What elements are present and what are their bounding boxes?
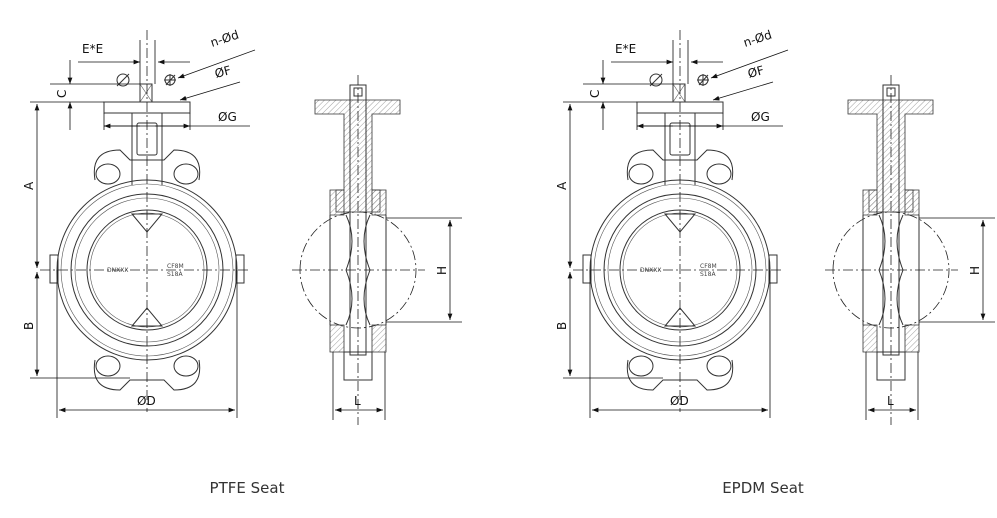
size-marking: DNXXX: [107, 267, 128, 274]
dim-label-nd: n-Ød: [742, 28, 774, 50]
dim-label-h: H: [968, 266, 982, 275]
material-marking: CF8M: [700, 263, 717, 270]
bolt-hole-symbol: [116, 73, 176, 87]
dim-label-g: ØG: [218, 110, 237, 124]
material-marking: S18A: [167, 271, 183, 278]
ptfe-seat-valve: DNXXX CF8M S18A: [22, 28, 462, 497]
epdm-seat-valve: DNXXX CF8M S18A: [555, 28, 995, 497]
dim-label-l: L: [354, 394, 361, 408]
dim-label-a: A: [555, 181, 569, 190]
dim-label-l: L: [887, 394, 894, 408]
seat-caption: PTFE Seat: [210, 479, 285, 497]
dim-label-b: B: [555, 322, 569, 330]
size-marking: DNXXX: [640, 267, 661, 274]
dimension-lines: [563, 40, 789, 418]
side-view: H L: [292, 75, 462, 425]
dimension-lines: [30, 40, 256, 418]
dim-label-f: ØF: [213, 63, 233, 81]
side-view: H L: [825, 75, 995, 425]
dim-label-nd: n-Ød: [209, 28, 241, 50]
dim-label-d: ØD: [137, 394, 156, 408]
dim-label-f: ØF: [746, 63, 766, 81]
dim-label-b: B: [22, 322, 36, 330]
material-marking: CF8M: [167, 263, 184, 270]
dim-label-ee: E*E: [615, 42, 636, 56]
front-view: DNXXX CF8M S18A: [555, 28, 789, 418]
dim-label-c: C: [55, 90, 69, 98]
dim-label-a: A: [22, 181, 36, 190]
material-marking: S18A: [700, 271, 716, 278]
dim-label-d: ØD: [670, 394, 689, 408]
dim-label-c: C: [588, 90, 602, 98]
dim-label-g: ØG: [751, 110, 770, 124]
dim-label-h: H: [435, 266, 449, 275]
front-view: DNXXX CF8M S18A: [22, 28, 256, 418]
seat-caption: EPDM Seat: [722, 479, 804, 497]
dim-label-ee: E*E: [82, 42, 103, 56]
